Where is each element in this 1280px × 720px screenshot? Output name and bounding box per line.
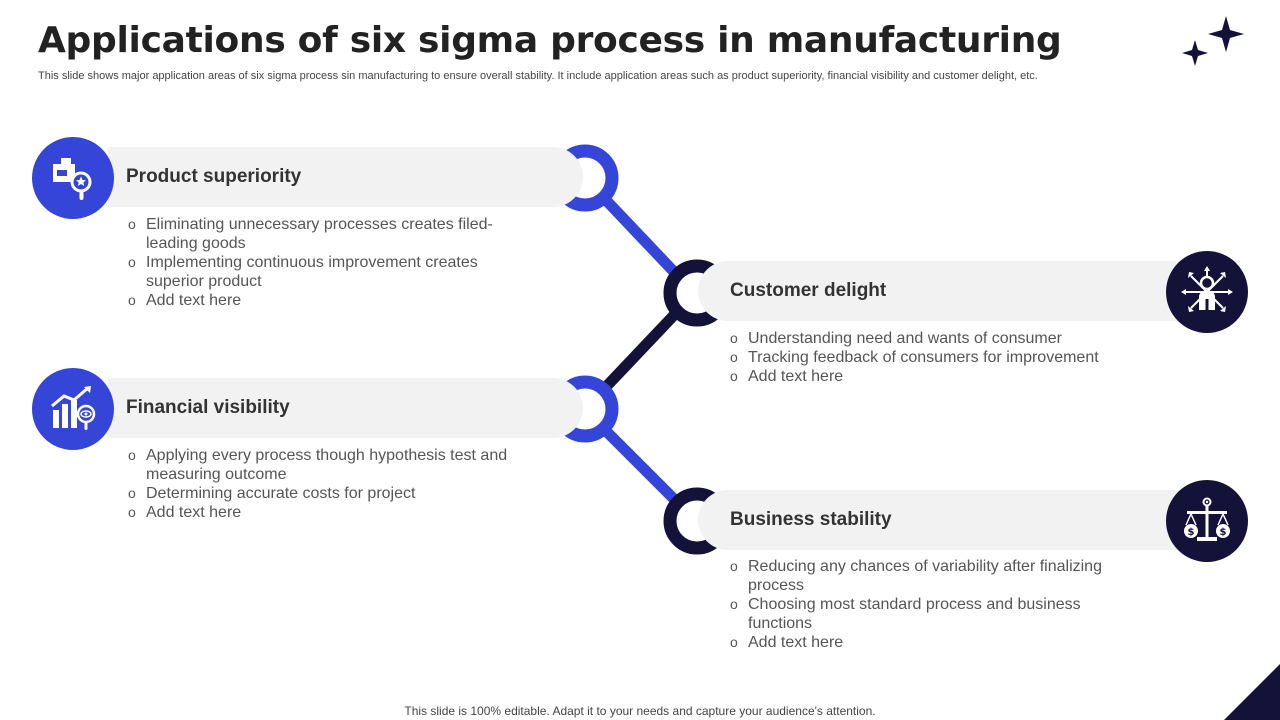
- list-item: Applying every process though hypothesis…: [128, 446, 514, 484]
- connector-line-center: [599, 308, 681, 394]
- connector-line-financial: [599, 424, 681, 506]
- label-product-superiority: Product superiority: [126, 166, 302, 187]
- list-item: Implementing continuous improvement crea…: [128, 253, 500, 291]
- page-title: Applications of six sigma process in man…: [38, 20, 1062, 61]
- product-inspection-icon: [32, 137, 114, 219]
- sparkle-icon: [1182, 16, 1244, 66]
- bullets-customer-delight: Understanding need and wants of consumer…: [730, 329, 1130, 386]
- svg-text:$: $: [1188, 527, 1195, 538]
- label-customer-delight: Customer delight: [730, 280, 887, 301]
- list-item: Tracking feedback of consumers for impro…: [730, 348, 1130, 367]
- list-item: Add text here: [128, 503, 514, 522]
- list-item: Choosing most standard process and busin…: [730, 595, 1102, 633]
- list-item: Add text here: [128, 291, 500, 310]
- balance-scale-icon: $ $: [1166, 480, 1248, 562]
- pill-product-superiority: Product superiority: [108, 147, 583, 207]
- svg-text:$: $: [1220, 527, 1227, 538]
- label-financial-visibility: Financial visibility: [126, 397, 290, 418]
- list-item: Eliminating unnecessary processes create…: [128, 215, 500, 253]
- pill-financial-visibility: Financial visibility: [108, 378, 583, 438]
- bullets-business-stability: Reducing any chances of variability afte…: [730, 557, 1102, 652]
- list-item: Determining accurate costs for project: [128, 484, 514, 503]
- customer-network-icon: [1166, 251, 1248, 333]
- bullets-financial-visibility: Applying every process though hypothesis…: [128, 446, 514, 522]
- corner-decoration: [1224, 664, 1280, 720]
- list-item: Reducing any chances of variability afte…: [730, 557, 1102, 595]
- list-item: Add text here: [730, 367, 1130, 386]
- label-business-stability: Business stability: [730, 509, 892, 530]
- footer-note: This slide is 100% editable. Adapt it to…: [404, 704, 876, 718]
- connector-line-product: [599, 193, 681, 279]
- pill-business-stability: Business stability: [698, 490, 1206, 550]
- list-item: Understanding need and wants of consumer: [730, 329, 1130, 348]
- bullets-product-superiority: Eliminating unnecessary processes create…: [128, 215, 500, 310]
- financial-chart-icon: [32, 368, 114, 450]
- page-subtitle: This slide shows major application areas…: [38, 70, 1038, 82]
- pill-customer-delight: Customer delight: [698, 261, 1206, 321]
- list-item: Add text here: [730, 633, 1102, 652]
